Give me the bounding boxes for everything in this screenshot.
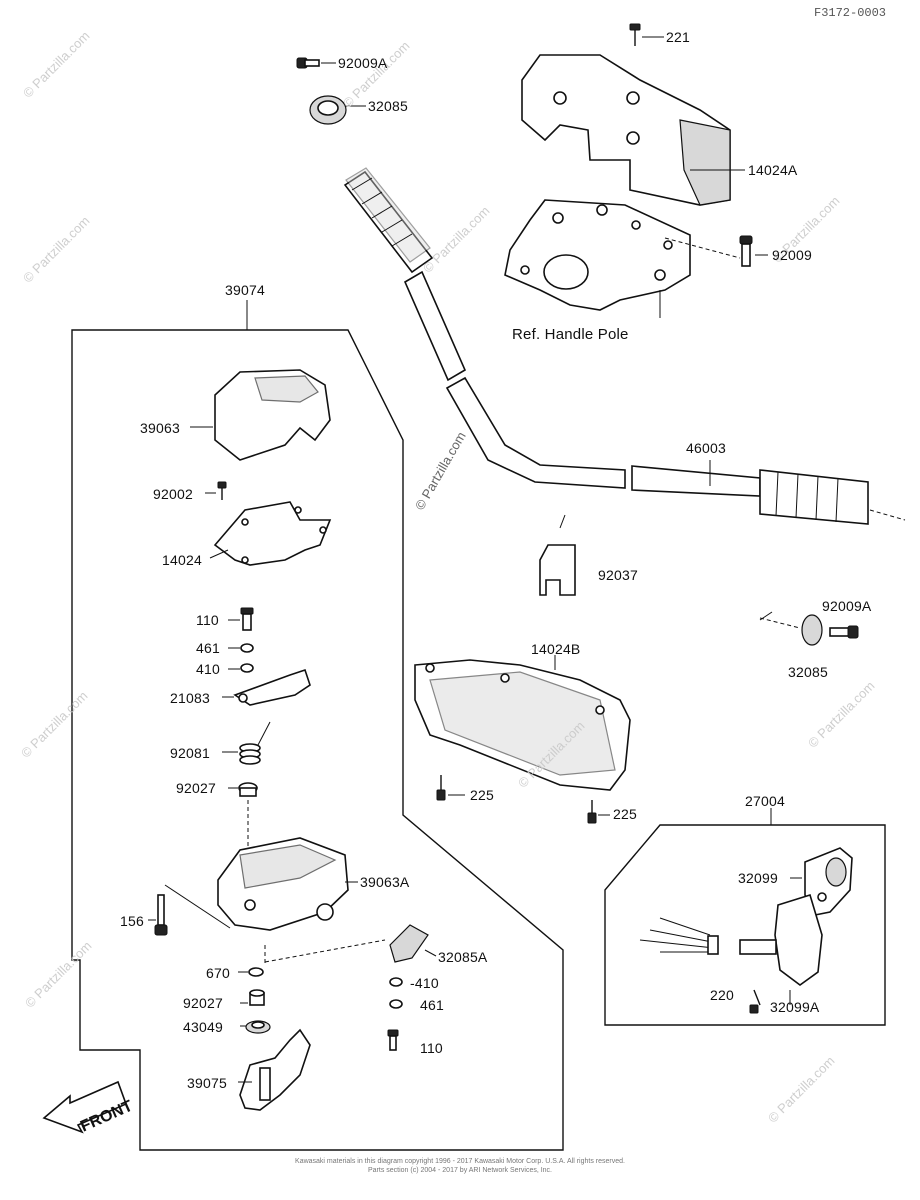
label-39063: 39063 (140, 420, 180, 436)
handlebar-46003 (343, 167, 906, 525)
handle-pole-plate (504, 199, 741, 318)
ring-670 (238, 967, 264, 977)
label-14024B: 14024B (531, 641, 581, 657)
cover-14024B (414, 655, 631, 791)
label-14024A: 14024A (748, 162, 798, 178)
label-92009A-top: 92009A (338, 55, 388, 71)
lever-39075 (238, 1028, 311, 1111)
clamp-92037 (539, 514, 576, 596)
label-670: 670 (206, 965, 230, 981)
label-225-a: 225 (470, 787, 494, 803)
label-156: 156 (120, 913, 144, 929)
label-92027-upper: 92027 (176, 780, 216, 796)
case-39063A (164, 837, 386, 965)
label-32085-right: 32085 (788, 664, 828, 680)
label-410-lower: -410 (410, 975, 439, 991)
bolt-110-upper (228, 607, 254, 631)
label-92009: 92009 (772, 247, 812, 263)
label-410-upper: 410 (196, 661, 220, 677)
cap-32085-right (759, 611, 823, 646)
bushing-92027-upper (228, 782, 258, 855)
label-92027-lower: 92027 (183, 995, 223, 1011)
screw-220 (749, 989, 761, 1014)
label-32099: 32099 (738, 870, 778, 886)
footer-copyright: Kawasaki materials in this diagram copyr… (250, 1157, 670, 1175)
seal-43049 (240, 1020, 271, 1034)
label-225-b: 225 (613, 806, 637, 822)
label-39074: 39074 (225, 282, 265, 298)
washer-461-lower (389, 999, 403, 1009)
switch-32099 (790, 847, 853, 916)
screw-92002 (205, 481, 227, 500)
washer-410-upper (228, 663, 254, 673)
bolt-92009A-right (829, 625, 859, 639)
switch-32099A (639, 893, 823, 1005)
label-32099A: 32099A (770, 999, 820, 1015)
label-220: 220 (710, 987, 734, 1003)
label-461-lower: 461 (420, 997, 444, 1013)
label-92009A-right: 92009A (822, 598, 872, 614)
cap-32085-top (309, 95, 366, 125)
grommet-32085A (389, 924, 437, 963)
label-39075: 39075 (187, 1075, 227, 1091)
label-110-lower: 110 (420, 1040, 443, 1056)
screw-221 (629, 23, 664, 46)
screw-225-a (436, 775, 465, 801)
label-46003: 46003 (686, 440, 726, 456)
bolt-92009A-top (296, 57, 336, 69)
label-92002: 92002 (153, 486, 193, 502)
spring-92081 (222, 721, 271, 765)
label-110-upper: 110 (196, 612, 219, 628)
washer-461-upper (228, 643, 254, 653)
label-32085A: 32085A (438, 949, 488, 965)
bolt-110-lower (387, 1029, 399, 1051)
label-92081: 92081 (170, 745, 210, 761)
label-14024: 14024 (162, 552, 202, 568)
label-39063A: 39063A (360, 874, 410, 890)
footer-line-1: Kawasaki materials in this diagram copyr… (295, 1158, 625, 1165)
housing-14024A (521, 54, 745, 206)
label-27004: 27004 (745, 793, 785, 809)
kit-outline-27004 (604, 824, 886, 1026)
label-92037: 92037 (598, 567, 638, 583)
kit-outline-39074 (71, 329, 564, 1151)
footer-line-2: Parts section (c) 2004 - 2017 by ARI Net… (367, 1167, 553, 1174)
bolt-92009 (739, 235, 768, 267)
gasket-14024 (209, 501, 332, 566)
label-221: 221 (666, 29, 690, 45)
label-ref-handle-pole: Ref. Handle Pole (512, 326, 629, 343)
label-32085-top: 32085 (368, 98, 408, 114)
bushing-92027-lower (240, 989, 265, 1006)
label-21083: 21083 (170, 690, 210, 706)
diagram-code: F3172-0003 (814, 6, 887, 20)
front-arrow (42, 1080, 128, 1134)
washer-410-lower (389, 977, 403, 987)
label-461-upper: 461 (196, 640, 220, 656)
bolt-156 (148, 894, 168, 936)
lever-21083 (222, 668, 311, 706)
cover-39063 (190, 369, 331, 461)
label-43049: 43049 (183, 1019, 223, 1035)
screw-225-b (587, 800, 610, 824)
